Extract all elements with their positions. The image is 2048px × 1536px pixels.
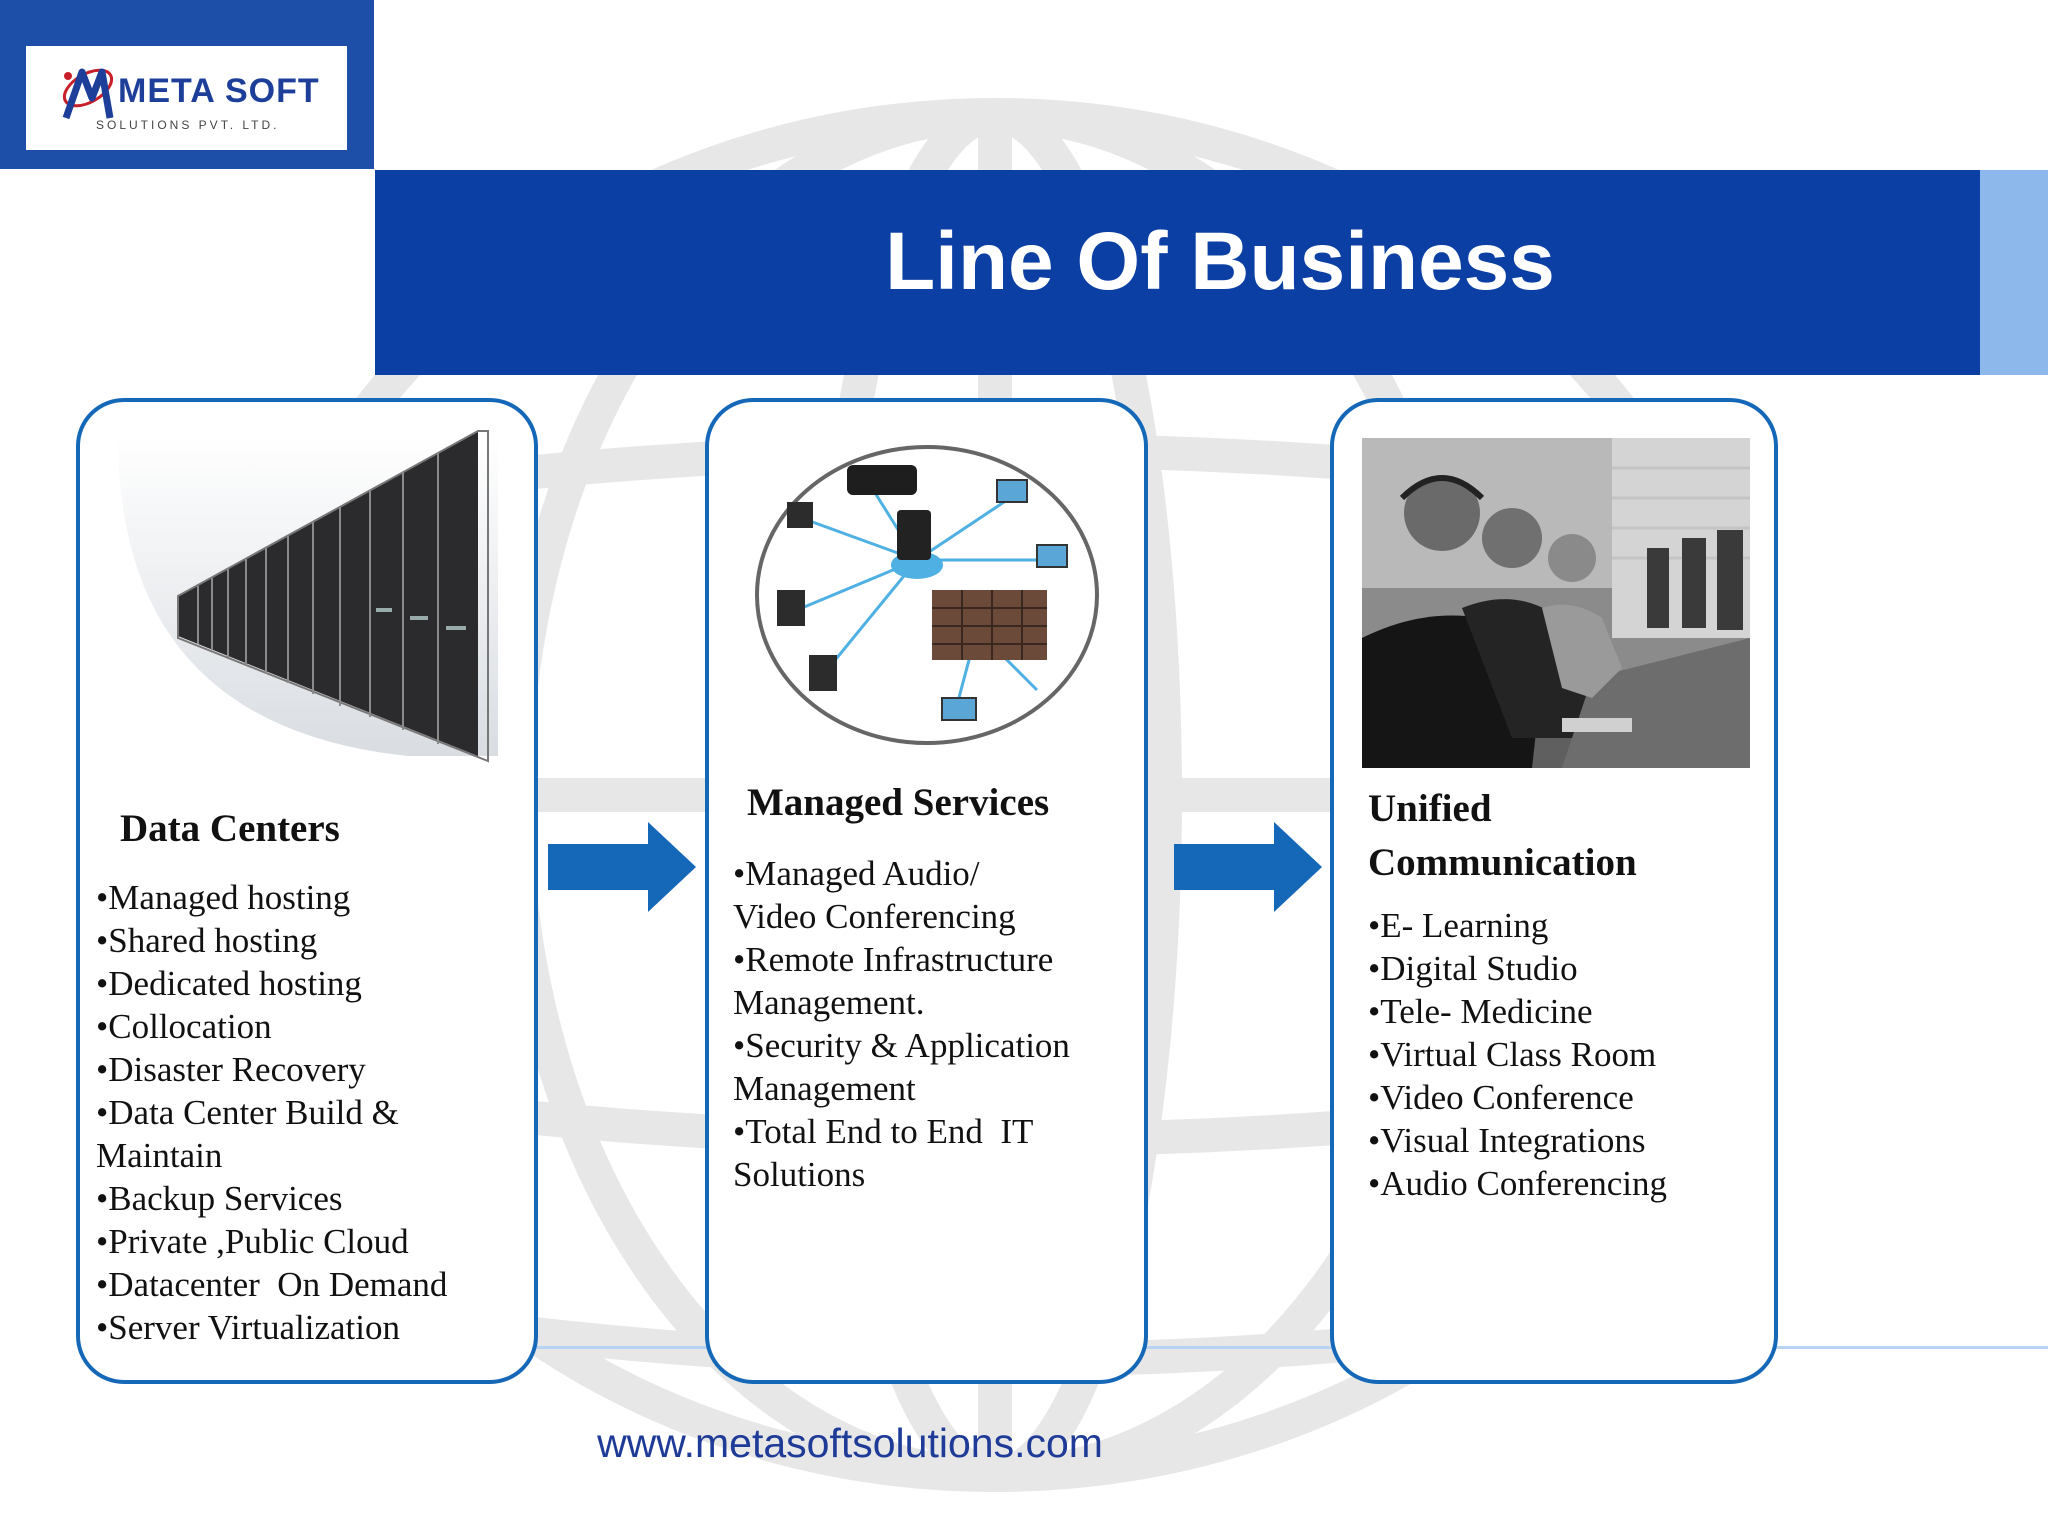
page-title: Line Of Business (885, 216, 1555, 307)
list-item: •Tele- Medicine (1368, 992, 1593, 1031)
list-item: •Managed hosting (96, 878, 351, 917)
list-item: •Virtual Class Room (1368, 1035, 1657, 1074)
list-item: Video Conferencing (733, 897, 1016, 936)
card-title: Managed Services (747, 781, 1050, 824)
card-title: Data Centers (120, 807, 340, 850)
call-center-photo-icon (1362, 438, 1750, 768)
list-item: Solutions (733, 1155, 866, 1194)
card-unified-communication: Unified Communication •E- Learning •Digi… (1330, 398, 1778, 1384)
data-centers-list: •Managed hosting •Shared hosting •Dedica… (96, 876, 447, 1349)
list-item: •Backup Services (96, 1179, 343, 1218)
network-diagram-icon (755, 445, 1099, 745)
list-item: •Data Center Build & (96, 1093, 399, 1132)
list-item: •Video Conference (1368, 1078, 1634, 1117)
list-item: •Private ,Public Cloud (96, 1222, 409, 1261)
list-item: •Shared hosting (96, 921, 318, 960)
logo-name: META SOFT (118, 72, 320, 110)
list-item: •Dedicated hosting (96, 964, 362, 1003)
card-title-line: Unified (1368, 787, 1492, 830)
server-rack-icon (118, 430, 498, 763)
list-item: •Total End to End IT (733, 1112, 1034, 1151)
card-data-centers: Data Centers •Managed hosting •Shared ho… (76, 398, 538, 1384)
company-logo: META SOFT SOLUTIONS PVT. LTD. (26, 46, 347, 150)
list-item: Maintain (96, 1136, 223, 1175)
logo-orbit-icon (62, 68, 114, 120)
arrow-right-icon (548, 822, 696, 912)
list-item: Management. (733, 983, 925, 1022)
list-item: •Collocation (96, 1007, 272, 1046)
list-item: •Managed Audio/ (733, 854, 980, 893)
card-title-line: Communication (1368, 841, 1637, 884)
list-item: •Digital Studio (1368, 949, 1578, 988)
card-managed-services: Managed Services •Managed Audio/ Video C… (705, 398, 1148, 1384)
list-item: •Visual Integrations (1368, 1121, 1646, 1160)
title-banner: Line Of Business (375, 170, 1980, 375)
card-title: Unified Communication (1368, 782, 1637, 890)
unified-communication-list: •E- Learning •Digital Studio •Tele- Medi… (1368, 904, 1667, 1205)
list-item: •Remote Infrastructure (733, 940, 1054, 979)
website-link[interactable]: www.metasoftsolutions.com (597, 1420, 1103, 1466)
list-item: •Server Virtualization (96, 1308, 400, 1347)
list-item: •Audio Conferencing (1368, 1164, 1667, 1203)
list-item: •Security & Application (733, 1026, 1070, 1065)
list-item: •Disaster Recovery (96, 1050, 366, 1089)
banner-accent (1980, 170, 2048, 375)
logo-subtitle: SOLUTIONS PVT. LTD. (96, 118, 280, 132)
list-item: •E- Learning (1368, 906, 1549, 945)
list-item: Management (733, 1069, 916, 1108)
arrow-right-icon (1174, 822, 1322, 912)
logo-panel: META SOFT SOLUTIONS PVT. LTD. (0, 0, 374, 169)
divider-line (375, 1346, 2048, 1349)
managed-services-list: •Managed Audio/ Video Conferencing •Remo… (733, 852, 1070, 1196)
list-item: •Datacenter On Demand (96, 1265, 448, 1304)
